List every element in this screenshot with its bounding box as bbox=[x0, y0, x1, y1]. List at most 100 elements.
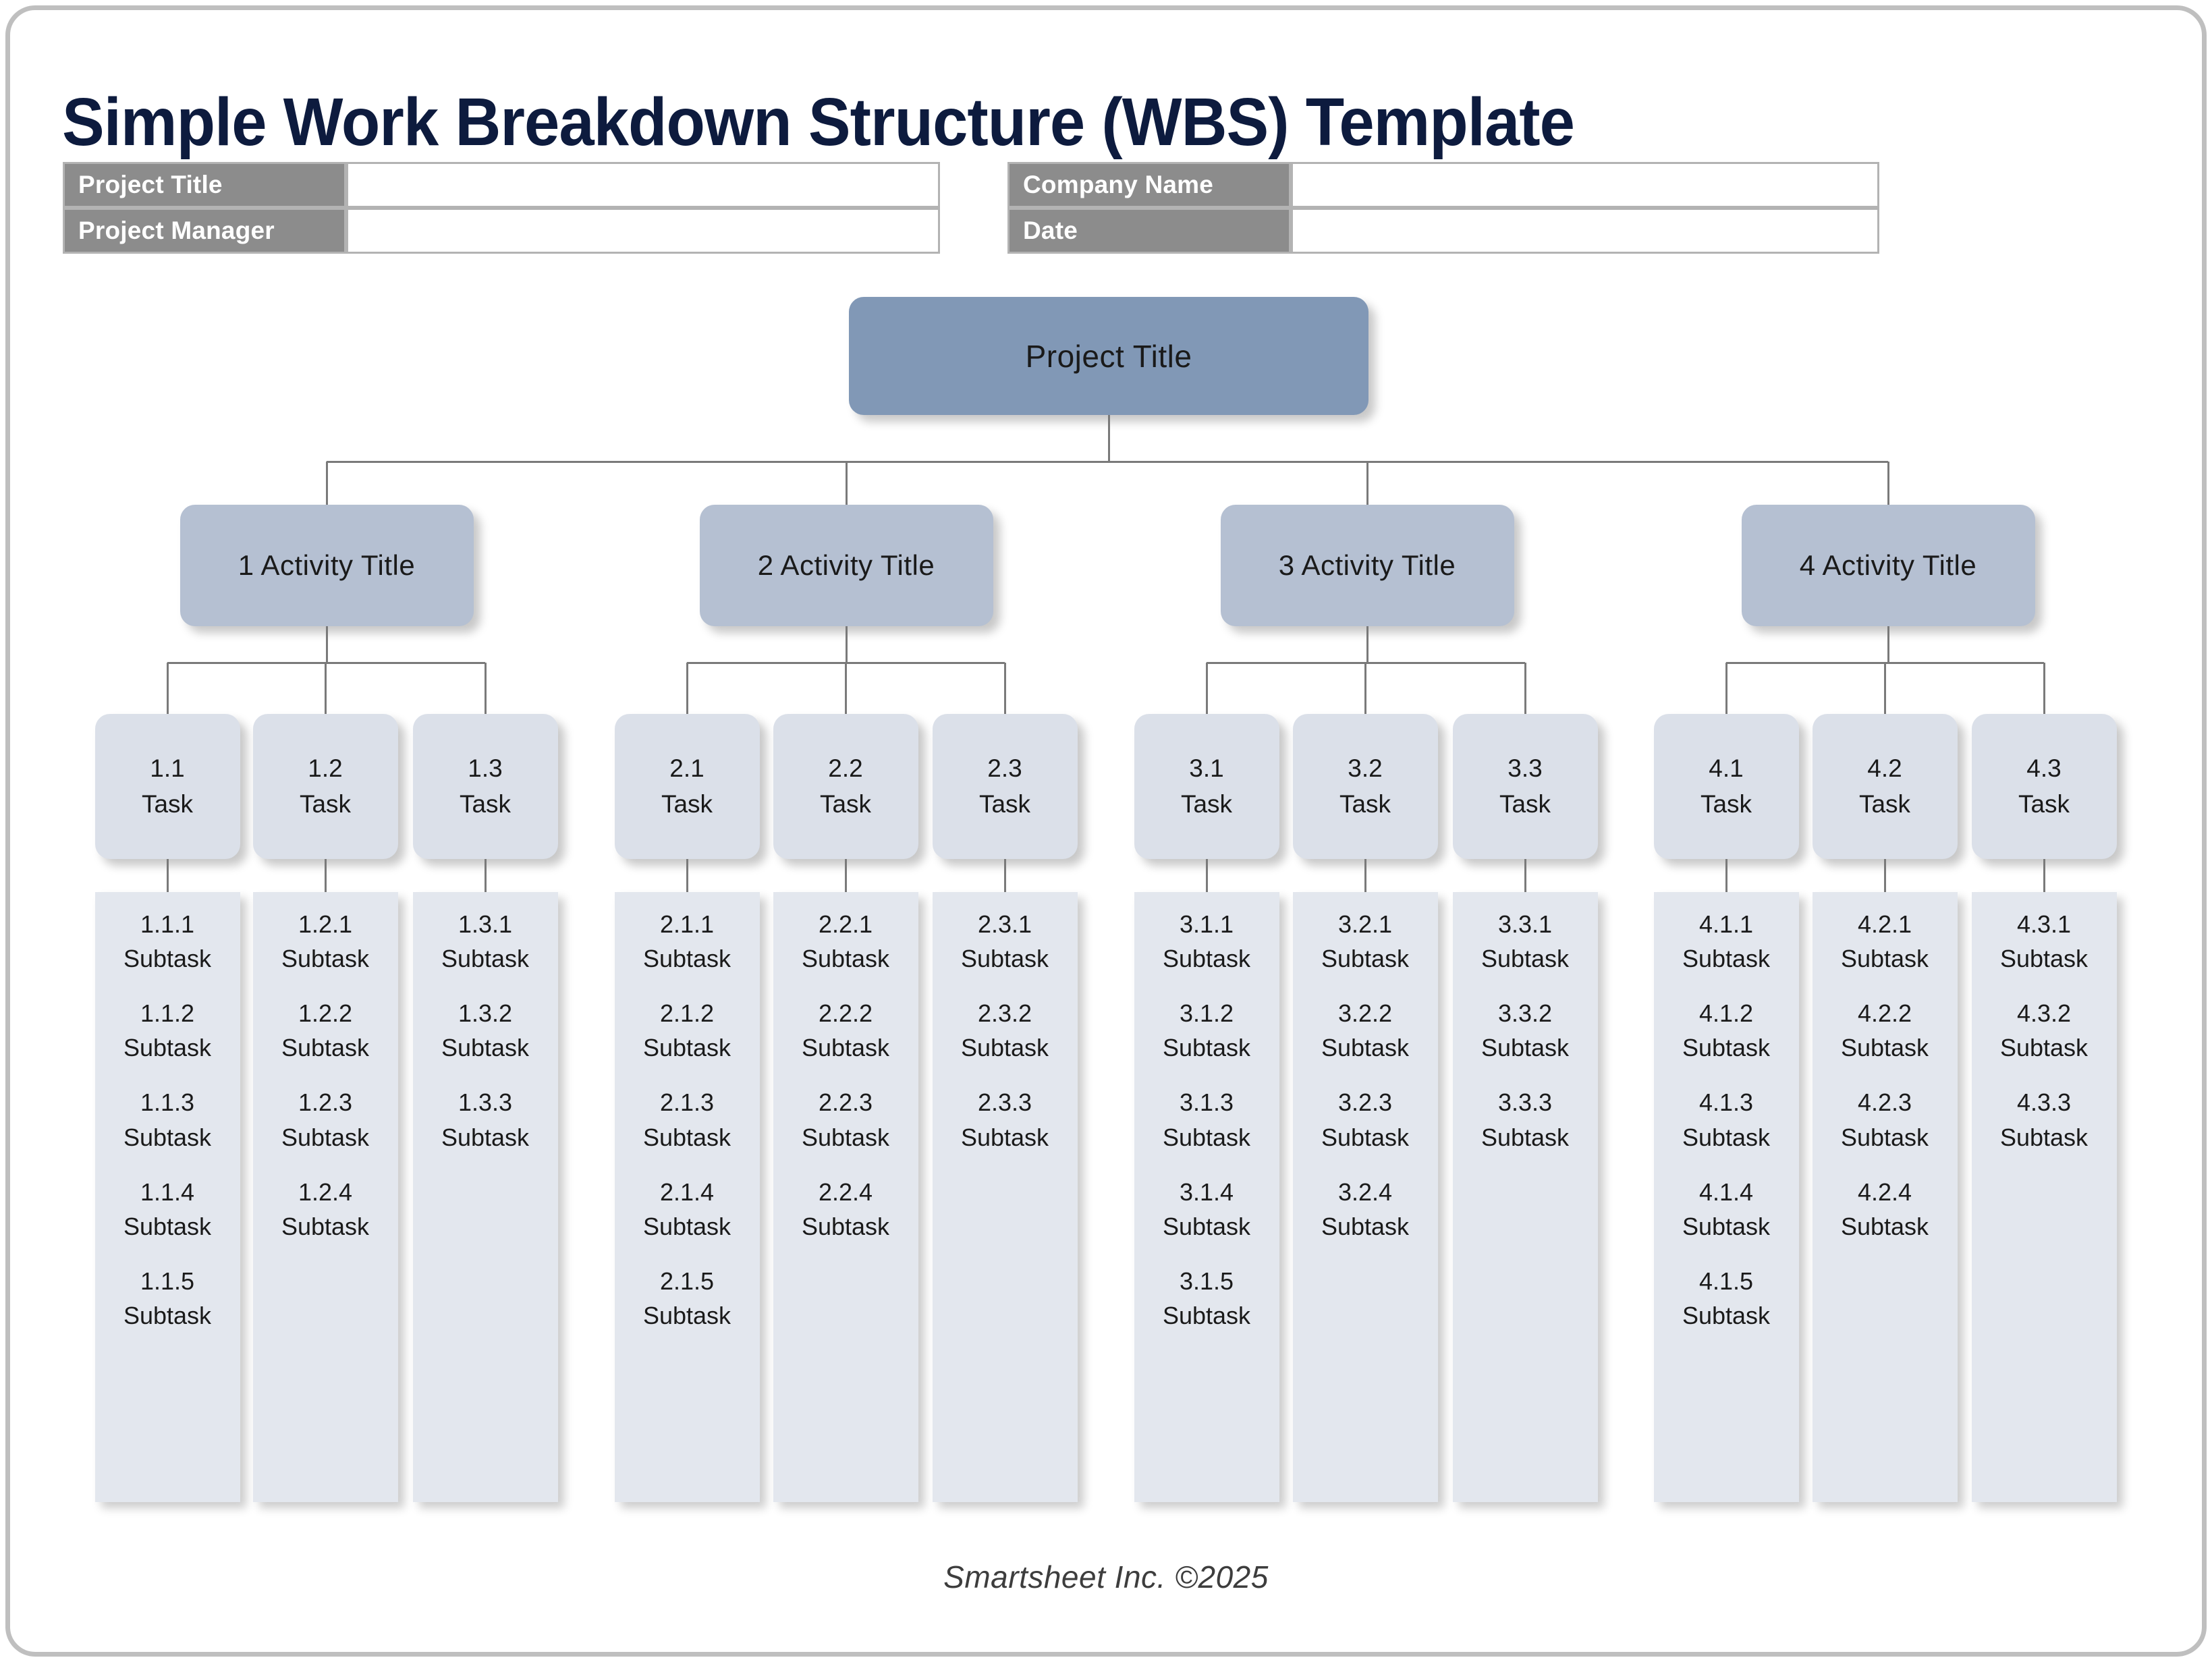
subtask-id: 1.1.3 bbox=[140, 1088, 195, 1117]
task-stem-line-4.2 bbox=[1884, 663, 1886, 714]
root-node[interactable]: Project Title bbox=[849, 297, 1368, 415]
subtask-stem-line-4.1 bbox=[1725, 859, 1727, 892]
subtask-stem-line-1.2 bbox=[325, 859, 327, 892]
date-input[interactable] bbox=[1291, 208, 1879, 254]
activity-node-3[interactable]: 3 Activity Title bbox=[1220, 505, 1514, 626]
subtask-stem-line-4.2 bbox=[1884, 859, 1886, 892]
activity-node-1[interactable]: 1 Activity Title bbox=[179, 505, 474, 626]
activity-node-4[interactable]: 4 Activity Title bbox=[1741, 505, 2035, 626]
activity-stem-line-4 bbox=[1887, 462, 1889, 505]
subtask-label: Subtask bbox=[801, 945, 890, 973]
subtask-label: Subtask bbox=[1481, 1034, 1570, 1062]
subtask-stem-line-2.3 bbox=[1004, 859, 1006, 892]
subtask-label: Subtask bbox=[1162, 945, 1251, 973]
task-node-id: 3.1 bbox=[1189, 754, 1224, 782]
task-node-id: 3.3 bbox=[1508, 754, 1543, 782]
subtask-stem-line-3.1 bbox=[1206, 859, 1208, 892]
activity-node-2[interactable]: 2 Activity Title bbox=[699, 505, 993, 626]
task-node-label: Task bbox=[1339, 790, 1391, 818]
company-name-input[interactable] bbox=[1291, 162, 1879, 208]
subtask-id: 2.1.5 bbox=[659, 1267, 715, 1295]
subtask-id: 3.1.4 bbox=[1179, 1178, 1234, 1206]
project-manager-input[interactable] bbox=[346, 208, 940, 254]
subtask-id: 1.2.2 bbox=[298, 999, 353, 1028]
task-node-id: 1.2 bbox=[308, 754, 343, 782]
project-title-input[interactable] bbox=[346, 162, 940, 208]
subtask-id: 4.3.1 bbox=[2016, 910, 2072, 938]
